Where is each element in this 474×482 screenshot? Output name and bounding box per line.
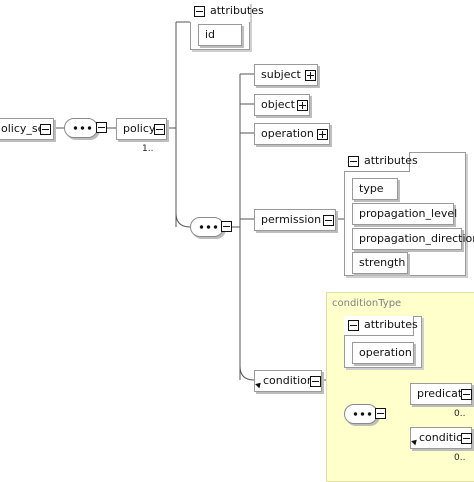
collapse-icon[interactable] [194, 6, 205, 17]
expand-icon[interactable] [305, 70, 316, 81]
inner-condition-cardinality: 0.. [454, 453, 466, 463]
collapse-icon[interactable] [40, 124, 51, 135]
collapse-icon[interactable] [461, 389, 472, 400]
policy-set-element[interactable]: olicy_set [0, 118, 54, 140]
attribute-type[interactable]: type [352, 178, 398, 200]
condition-type-label: conditionType [332, 298, 402, 309]
collapse-icon[interactable] [310, 376, 321, 387]
policy-set-label: olicy_set [1, 122, 49, 135]
policy-label: policy [123, 122, 156, 135]
collapse-icon[interactable] [348, 156, 359, 167]
predicate-cardinality: 0.. [454, 409, 466, 419]
attribute-strength[interactable]: strength [352, 252, 408, 274]
sequence-icon [72, 126, 92, 130]
collapse-icon[interactable] [154, 124, 165, 135]
sequence-icon [198, 225, 218, 229]
policy-cardinality: 1.. [142, 144, 154, 154]
inner-condition-element[interactable]: condition [410, 427, 472, 449]
collapse-icon[interactable] [323, 215, 334, 226]
permission-attributes-title[interactable]: attributes [344, 152, 418, 172]
sequence-collapse-icon[interactable] [221, 221, 232, 232]
permission-element[interactable]: permission [254, 209, 336, 231]
sequence-compositor[interactable] [64, 118, 98, 138]
collapse-icon[interactable] [461, 433, 472, 444]
attribute-operation[interactable]: operation [352, 342, 414, 364]
condition-element[interactable]: condition [254, 370, 322, 392]
object-element[interactable]: object [254, 94, 310, 116]
sequence-collapse-icon[interactable] [96, 122, 107, 133]
operation-element[interactable]: operation [254, 123, 330, 145]
expand-icon[interactable] [297, 100, 308, 111]
reference-arrow-icon [411, 437, 419, 446]
collapse-icon[interactable] [348, 320, 359, 331]
condition-attributes-title[interactable]: attributes [344, 316, 418, 336]
sequence-compositor[interactable] [344, 404, 378, 424]
reference-arrow-icon [255, 380, 263, 389]
expand-icon[interactable] [317, 129, 328, 140]
attribute-propagation-level[interactable]: propagation_level [352, 203, 457, 225]
predicate-element[interactable]: predicate [410, 383, 472, 405]
policy-element[interactable]: policy [116, 118, 167, 140]
attribute-id[interactable]: id [198, 24, 242, 46]
sequence-icon [352, 412, 372, 416]
sequence-compositor[interactable] [190, 217, 224, 237]
subject-element[interactable]: subject [254, 64, 318, 86]
sequence-collapse-icon[interactable] [375, 408, 386, 419]
attributes-group-title[interactable]: attributes [190, 2, 264, 22]
attribute-propagation-direction[interactable]: propagation_direction [352, 228, 474, 250]
